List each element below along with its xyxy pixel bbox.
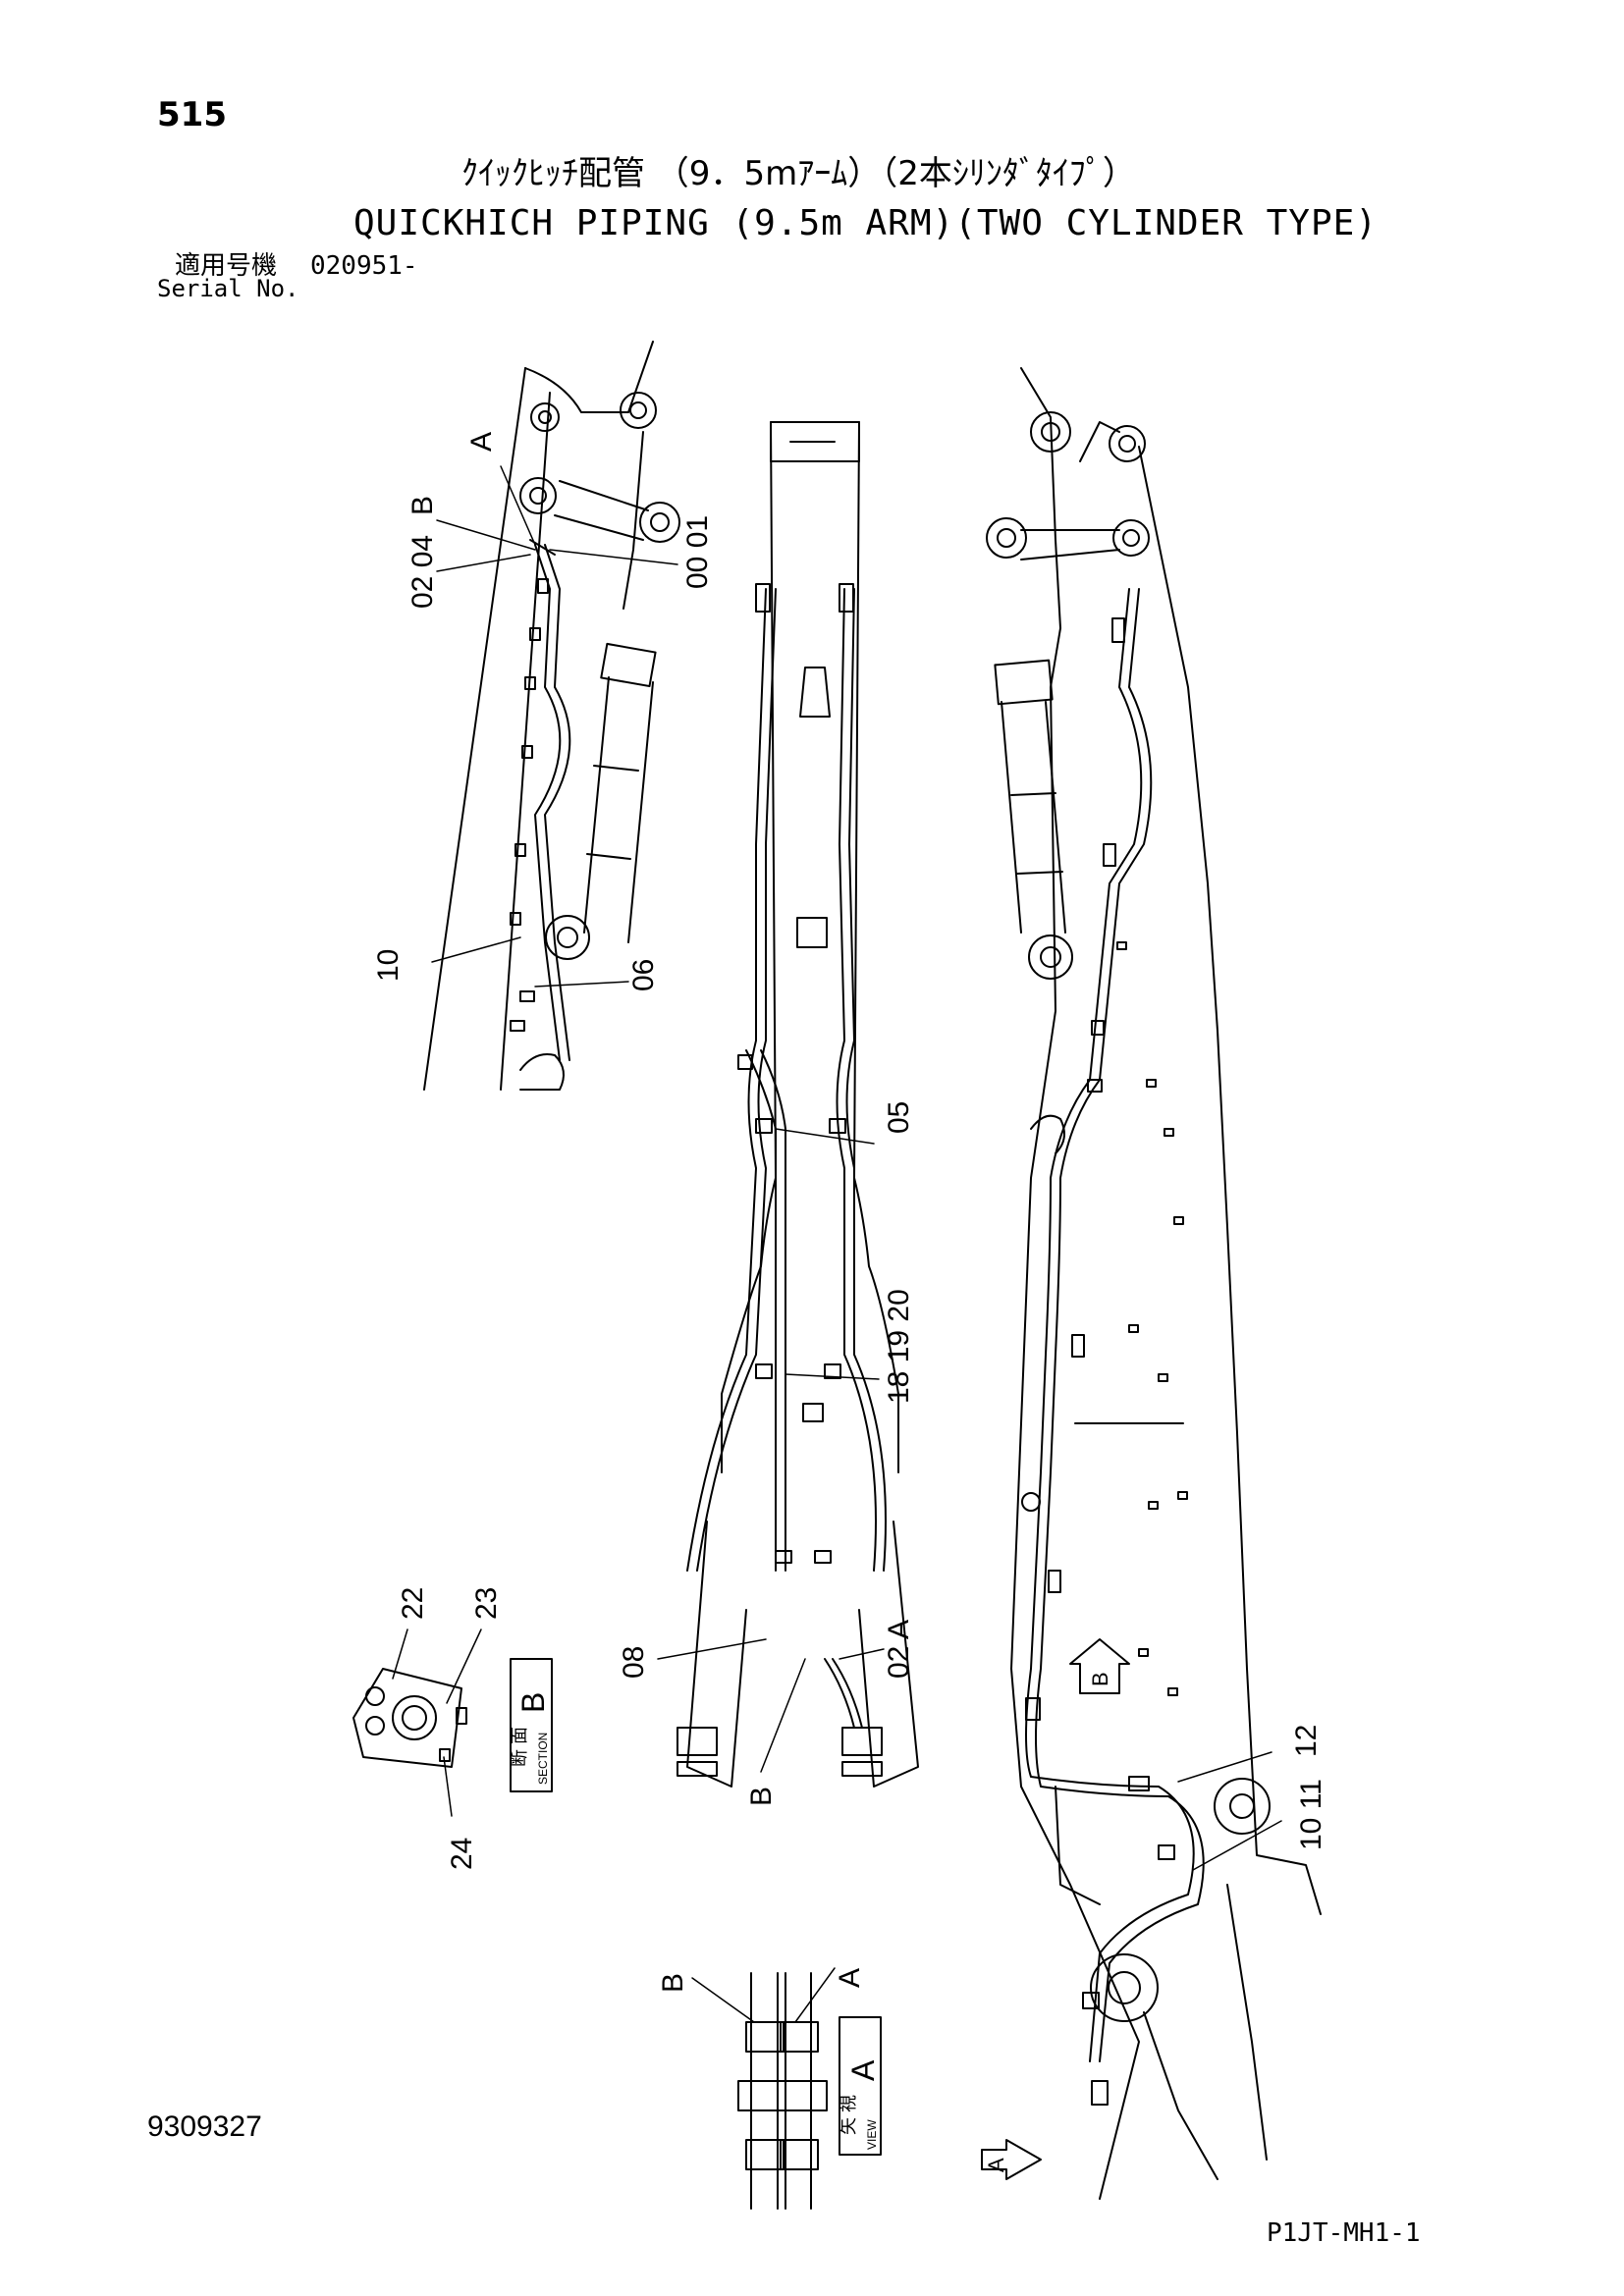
callout-a-view: A xyxy=(834,1968,866,1988)
callout-08: 08 xyxy=(618,1646,650,1679)
callout-02-04: 02 04 xyxy=(406,535,439,609)
callout-b-view: B xyxy=(657,1973,689,1993)
callout-02-a: 02 A xyxy=(883,1620,915,1679)
callout-10-11: 10 11 xyxy=(1295,1779,1327,1850)
section-b-box xyxy=(510,1658,553,1792)
section-box-english: SECTION xyxy=(536,1733,550,1785)
leader-lines xyxy=(392,465,1282,2023)
left-arm-drawing xyxy=(423,341,680,1091)
callout-24: 24 xyxy=(446,1838,478,1870)
view-box-english: VIEW xyxy=(865,2119,879,2150)
serial-label-english: Serial No. xyxy=(157,275,299,302)
callout-06: 06 xyxy=(627,959,660,991)
callout-12: 12 xyxy=(1290,1725,1323,1757)
page-number: 515 xyxy=(157,95,227,134)
view-a-detail xyxy=(737,1972,828,2210)
callout-18-19-20: 18 19 20 xyxy=(883,1289,915,1404)
page-code: P1JT-MH1-1 xyxy=(1267,2218,1421,2248)
callout-22: 22 xyxy=(397,1587,429,1620)
section-b-detail xyxy=(352,1668,467,1768)
section-box-letter: B xyxy=(515,1692,551,1713)
section-box-japanese: 断 面 xyxy=(510,1727,529,1767)
view-a-box xyxy=(839,2016,882,2156)
document-number: 9309327 xyxy=(147,2110,262,2143)
title-japanese: ｸｲｯｸﾋｯﾁ配管 （9．5mｱｰﾑ）（2本ｼﾘﾝﾀﾞﾀｲﾌﾟ） xyxy=(461,154,1136,193)
callout-a-top: A xyxy=(465,432,498,452)
arrow-b-icon xyxy=(1069,1638,1130,1694)
arrow-a-icon xyxy=(981,2139,1042,2180)
serial-number: 020951- xyxy=(310,251,418,281)
right-arm-drawing xyxy=(986,367,1322,2200)
callout-b-mid: B xyxy=(745,1787,778,1806)
title-english: QUICKHICH PIPING (9.5m ARM)(TWO CYLINDER… xyxy=(353,203,1378,243)
serial-label-japanese: 適用号機 xyxy=(175,251,278,281)
view-box-japanese: 矢 視 xyxy=(839,2095,858,2135)
callout-05: 05 xyxy=(883,1101,915,1134)
callout-b-top: B xyxy=(406,496,439,515)
arrow-a-letter: A xyxy=(984,2158,1008,2172)
view-box-letter: A xyxy=(845,2059,881,2081)
center-arm-drawing xyxy=(677,421,919,1788)
callout-00-01: 00 01 xyxy=(681,515,714,589)
arrow-b-letter: B xyxy=(1088,1672,1112,1686)
callout-23: 23 xyxy=(470,1587,503,1620)
callout-10: 10 xyxy=(372,949,405,982)
